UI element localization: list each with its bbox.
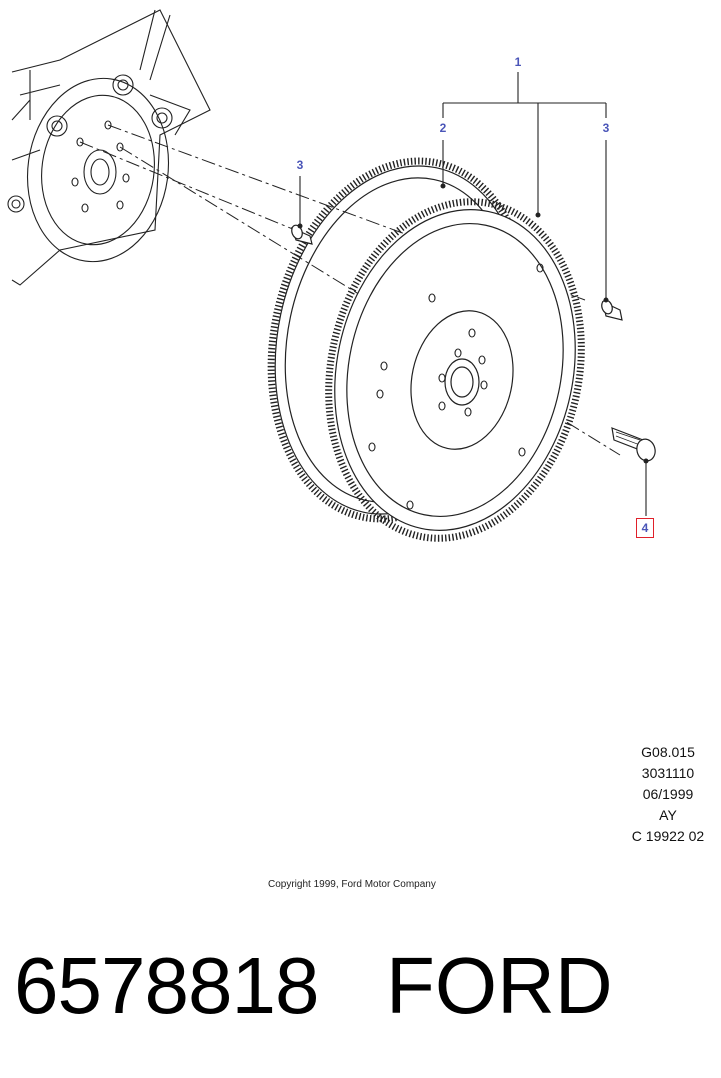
leader-dots — [297, 183, 649, 464]
ref-line-2: 3031110 — [641, 765, 695, 781]
callout-3-left[interactable]: 3 — [296, 158, 304, 172]
ref-line-1: G08.015 — [641, 744, 695, 760]
dowel-pin-left — [291, 224, 313, 245]
ref-line-5: C 19922 02 — [631, 828, 705, 844]
callout-2[interactable]: 2 — [439, 121, 447, 135]
ref-line-3: 06/1999 — [642, 786, 694, 802]
brand-name: FORD — [386, 941, 613, 1030]
flywheel-holes — [368, 263, 544, 510]
part-number: 6578818 — [14, 941, 319, 1030]
flywheel-exploded-diagram — [7, 9, 656, 542]
crank-holes — [71, 120, 130, 213]
ref-line-4: AY — [659, 807, 677, 823]
housing-bolts — [7, 74, 173, 213]
callout-4-highlighted[interactable]: 4 — [636, 518, 654, 538]
callout-leaders — [299, 72, 647, 516]
callout-1[interactable]: 1 — [514, 55, 522, 69]
copyright-notice: Copyright 1999, Ford Motor Company — [268, 879, 436, 890]
flywheel-bolt — [611, 427, 656, 462]
engine-block — [7, 9, 211, 286]
callout-3-right[interactable]: 3 — [602, 121, 610, 135]
flywheel-front — [325, 198, 585, 542]
dowel-pin-right — [601, 299, 623, 321]
